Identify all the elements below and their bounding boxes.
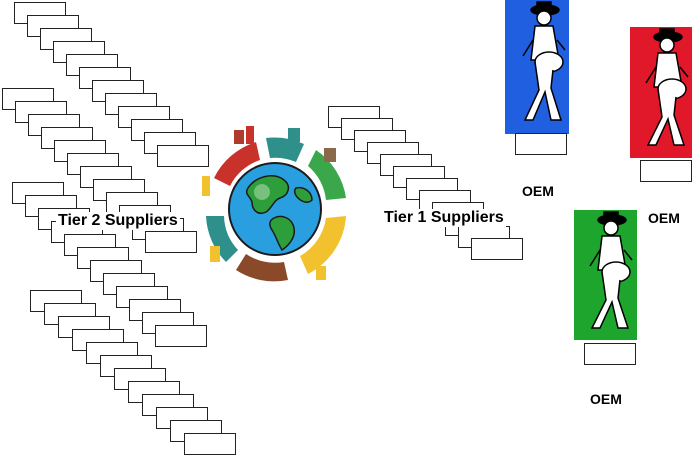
oem-panel-red (630, 27, 692, 158)
drummer-icon (522, 1, 566, 121)
drummer-icon (589, 211, 633, 329)
oem-panel-blue (505, 0, 569, 134)
supplier-box (157, 145, 209, 167)
supplier-box (155, 325, 207, 347)
supplier-box (184, 433, 236, 455)
oem-panel-green (574, 210, 637, 340)
oem-box (515, 133, 567, 155)
supplier-box (145, 231, 197, 253)
oem-label-red: OEM (648, 210, 680, 226)
oem-label-green: OEM (590, 391, 622, 407)
tier1-suppliers-label: Tier 1 Suppliers (382, 209, 506, 227)
oem-label-blue: OEM (522, 183, 554, 199)
supplier-box (471, 238, 523, 260)
globe-cityscape-icon (201, 126, 349, 283)
drummer-icon (645, 28, 689, 146)
oem-box (640, 160, 692, 182)
oem-box (584, 343, 636, 365)
tier2-suppliers-label: Tier 2 Suppliers (56, 212, 180, 230)
